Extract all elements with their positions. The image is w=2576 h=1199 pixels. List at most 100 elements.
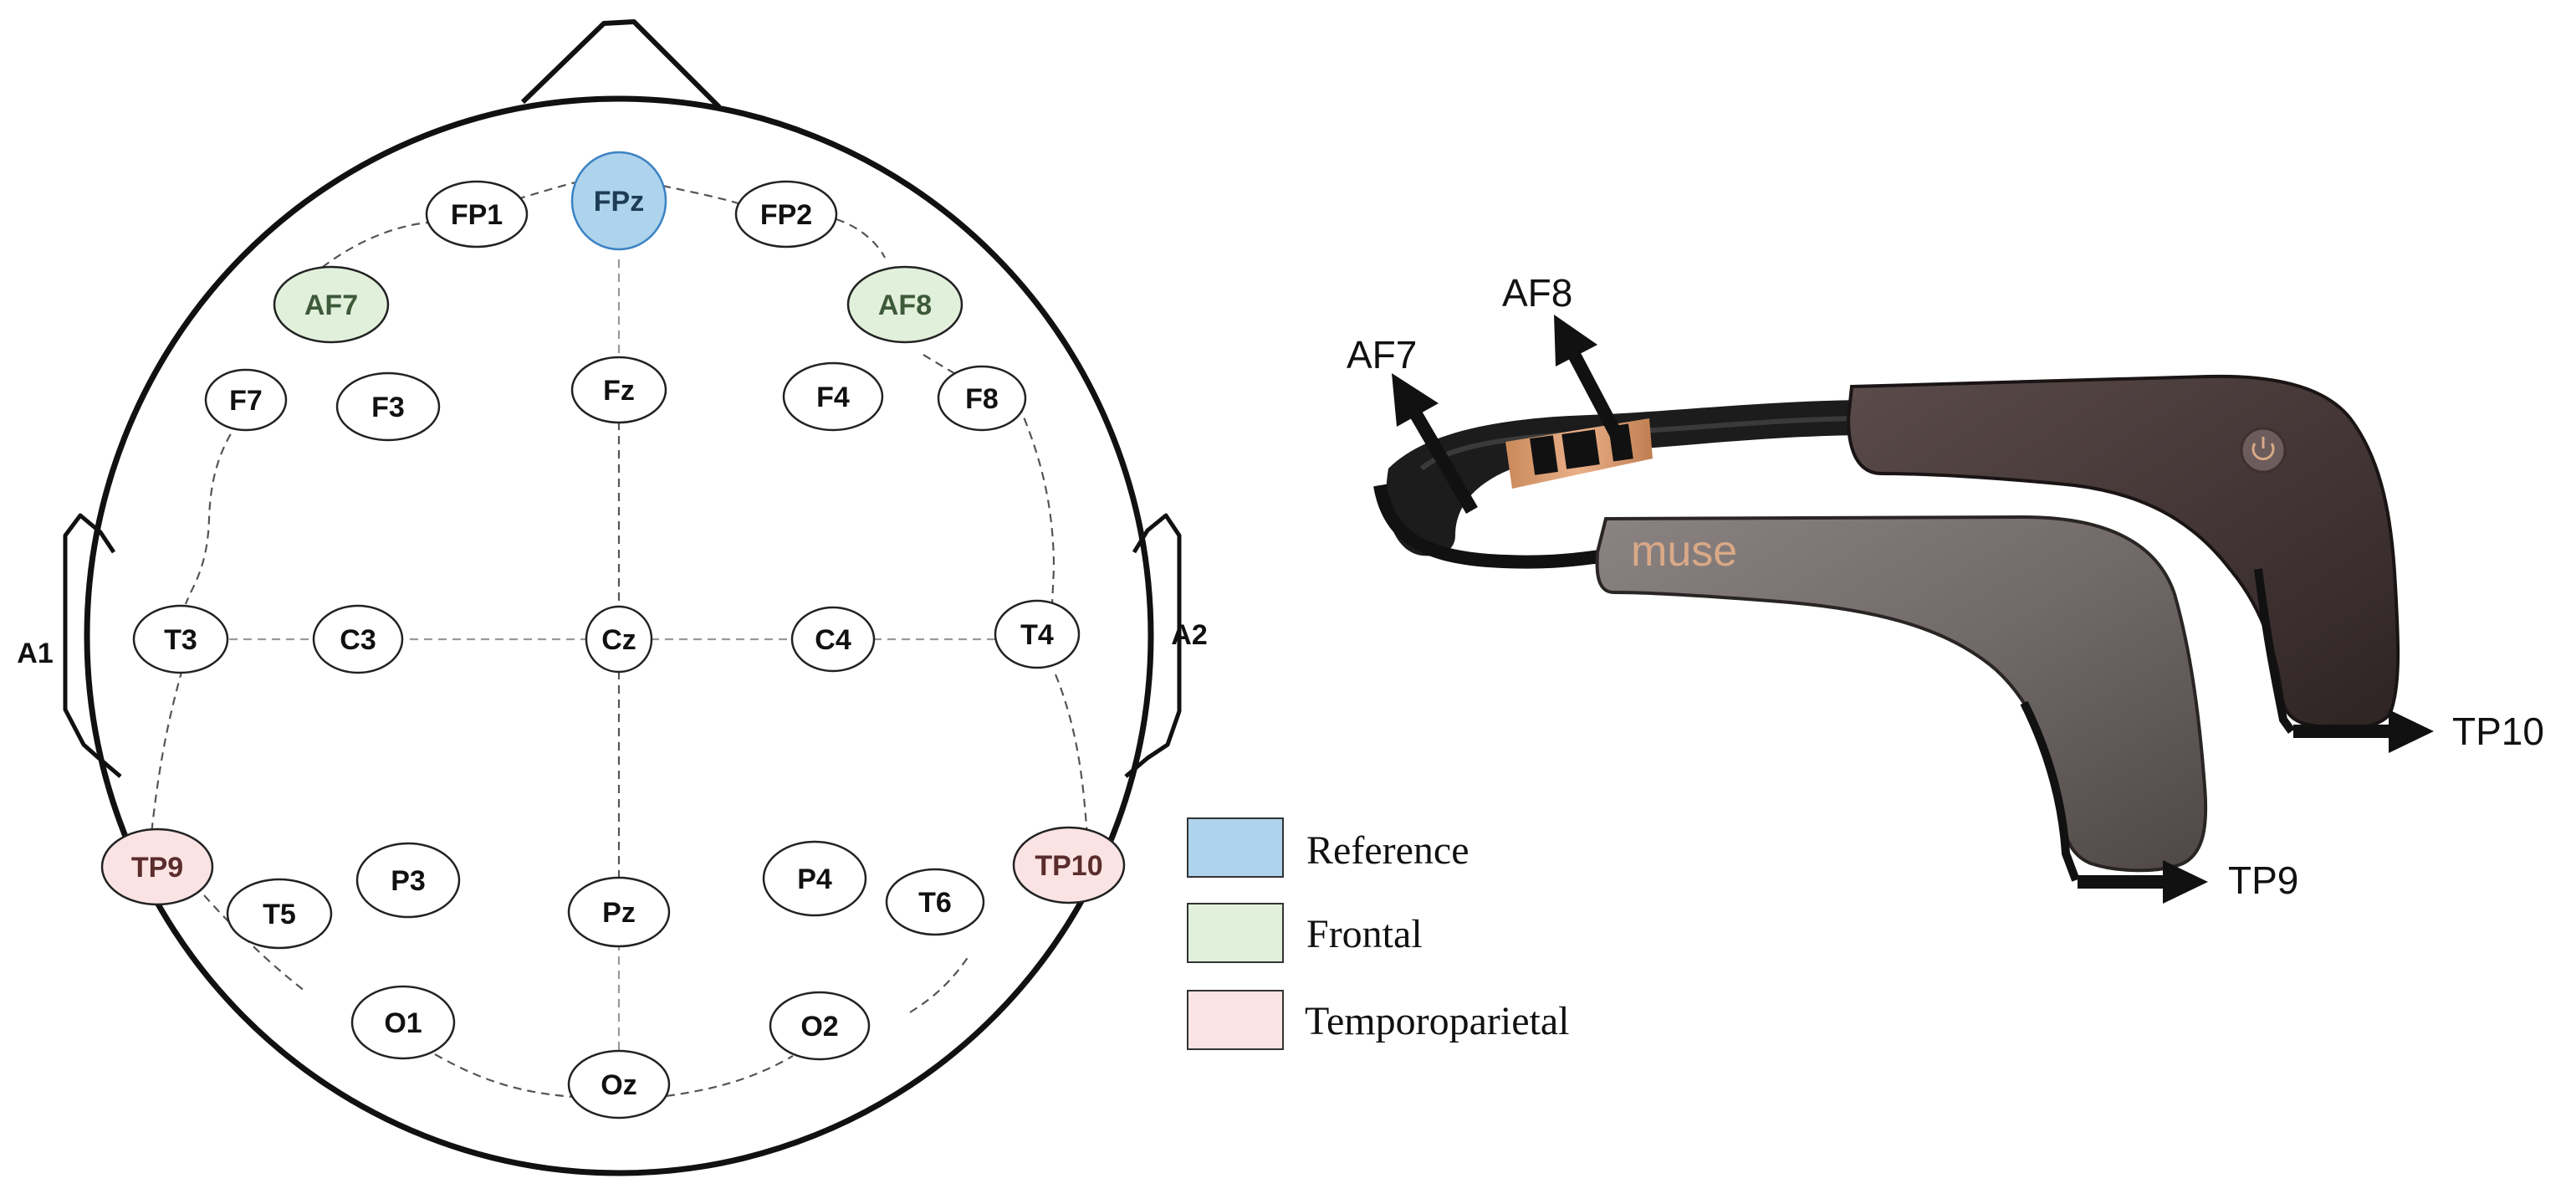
legend-item-temporoparietal: Temporoparietal bbox=[1187, 990, 1570, 1050]
electrode-marker bbox=[350, 985, 456, 1060]
electrode-o2: O2 bbox=[769, 991, 871, 1061]
callout-label-tp9: TP9 bbox=[2228, 858, 2298, 902]
callout-label-af7: AF7 bbox=[1347, 333, 1417, 377]
legend-label-temporoparietal: Temporoparietal bbox=[1305, 999, 1570, 1043]
callout-tp10: TP10 bbox=[2293, 710, 2544, 753]
electrode-marker bbox=[570, 151, 667, 251]
electrode-marker bbox=[782, 361, 884, 432]
legend-swatch-reference bbox=[1187, 817, 1284, 878]
electrode-marker bbox=[734, 180, 838, 249]
legend-label-frontal: Frontal bbox=[1306, 912, 1423, 956]
electrode-marker bbox=[769, 991, 871, 1061]
ear-label-a2: A2 bbox=[1171, 619, 1207, 651]
head-outline bbox=[84, 95, 1154, 1176]
electrode-f8: F8 bbox=[937, 365, 1027, 432]
electrode-marker bbox=[567, 1049, 671, 1120]
electrode-marker bbox=[846, 265, 963, 344]
electrode-marker bbox=[1012, 826, 1126, 904]
electrode-marker bbox=[762, 840, 867, 917]
electrode-marker bbox=[567, 876, 671, 948]
electrode-fpz: FPz bbox=[570, 151, 667, 251]
electrode-grid-lines bbox=[149, 181, 1089, 1099]
electrode-marker bbox=[425, 180, 529, 249]
electrode-cz: Cz bbox=[585, 605, 653, 674]
electrode-label: FP1 bbox=[451, 199, 503, 231]
electrode-label: P4 bbox=[797, 863, 832, 895]
electrode-label: AF8 bbox=[878, 290, 932, 321]
electrode-marker bbox=[585, 605, 653, 674]
callout-tp9: TP9 bbox=[2078, 858, 2298, 904]
electrode-marker bbox=[273, 265, 390, 344]
callout-af7: AF7 bbox=[1347, 333, 1478, 515]
electrode-label: TP10 bbox=[1035, 850, 1102, 882]
electrode-marker bbox=[204, 368, 288, 432]
legend-item-reference: Reference bbox=[1187, 817, 1469, 878]
power-icon bbox=[2240, 427, 2287, 474]
electrode-label: T6 bbox=[918, 887, 952, 919]
electrode-label: O1 bbox=[384, 1007, 422, 1039]
electrode-fp2: FP2 bbox=[734, 180, 838, 249]
electrode-t5: T5 bbox=[226, 878, 333, 950]
electrode-tp10: TP10 bbox=[1012, 826, 1126, 904]
electrode-marker bbox=[355, 842, 461, 919]
electrode-f4: F4 bbox=[782, 361, 884, 432]
electrode-marker bbox=[312, 604, 404, 674]
electrode-c3: C3 bbox=[312, 604, 404, 674]
electrode-label: AF7 bbox=[304, 290, 358, 321]
electrode-label: C4 bbox=[815, 624, 851, 656]
electrode-marker bbox=[335, 371, 441, 442]
electrode-marker bbox=[226, 878, 333, 950]
electrode-fz: Fz bbox=[570, 356, 667, 424]
electrode-label: T5 bbox=[263, 899, 296, 930]
legend-swatch-frontal bbox=[1187, 903, 1284, 963]
electrode-marker bbox=[132, 604, 229, 674]
electrode-o1: O1 bbox=[350, 985, 456, 1060]
muse-logo: muse bbox=[1631, 527, 1737, 576]
electrode-label: C3 bbox=[340, 624, 376, 656]
electrode-label: F8 bbox=[965, 383, 999, 415]
electrode-marker bbox=[994, 599, 1081, 669]
nose bbox=[520, 19, 722, 110]
legend-label-reference: Reference bbox=[1306, 828, 1469, 873]
electrode-t4: T4 bbox=[994, 599, 1081, 669]
callout-label-af8: AF8 bbox=[1502, 271, 1572, 315]
electrode-marker bbox=[570, 356, 667, 424]
electrode-marker bbox=[885, 868, 985, 936]
electrode-label: FP2 bbox=[760, 199, 812, 231]
electrode-c4: C4 bbox=[790, 606, 876, 673]
electrode-label: P3 bbox=[391, 865, 426, 897]
electrode-label: TP9 bbox=[131, 852, 183, 884]
legend: Reference Frontal Temporoparietal bbox=[1187, 817, 1570, 1050]
electrode-label: O2 bbox=[800, 1011, 838, 1043]
muse-headband-image: muse AF7 AF8 TP10 TP9 bbox=[1347, 271, 2544, 904]
electrode-marker bbox=[100, 828, 214, 906]
callout-af8: AF8 bbox=[1502, 271, 1626, 443]
electrode-pz: Pz bbox=[567, 876, 671, 948]
legend-item-frontal: Frontal bbox=[1187, 903, 1423, 963]
electrode-af8: AF8 bbox=[846, 265, 963, 344]
electrode-label: FPz bbox=[594, 186, 644, 218]
electrode-p4: P4 bbox=[762, 840, 867, 917]
electrode-p3: P3 bbox=[355, 842, 461, 919]
electrode-fp1: FP1 bbox=[425, 180, 529, 249]
electrode-oz: Oz bbox=[567, 1049, 671, 1120]
electrode-t6: T6 bbox=[885, 868, 985, 936]
electrode-label: T4 bbox=[1020, 619, 1054, 651]
electrode-marker bbox=[937, 365, 1027, 432]
electrode-label: Oz bbox=[601, 1069, 636, 1101]
right-ear bbox=[1124, 513, 1182, 778]
legend-swatch-temporoparietal bbox=[1187, 990, 1284, 1050]
electrode-label: F7 bbox=[229, 385, 263, 417]
electrode-marker bbox=[790, 606, 876, 673]
electrode-f7: F7 bbox=[204, 368, 288, 432]
electrode-label: Fz bbox=[603, 375, 635, 407]
electrode-label: T3 bbox=[164, 624, 197, 656]
electrode-af7: AF7 bbox=[273, 265, 390, 344]
electrode-f3: F3 bbox=[335, 371, 441, 442]
electrode-label: F4 bbox=[816, 382, 850, 413]
electrode-label: F3 bbox=[371, 392, 405, 423]
